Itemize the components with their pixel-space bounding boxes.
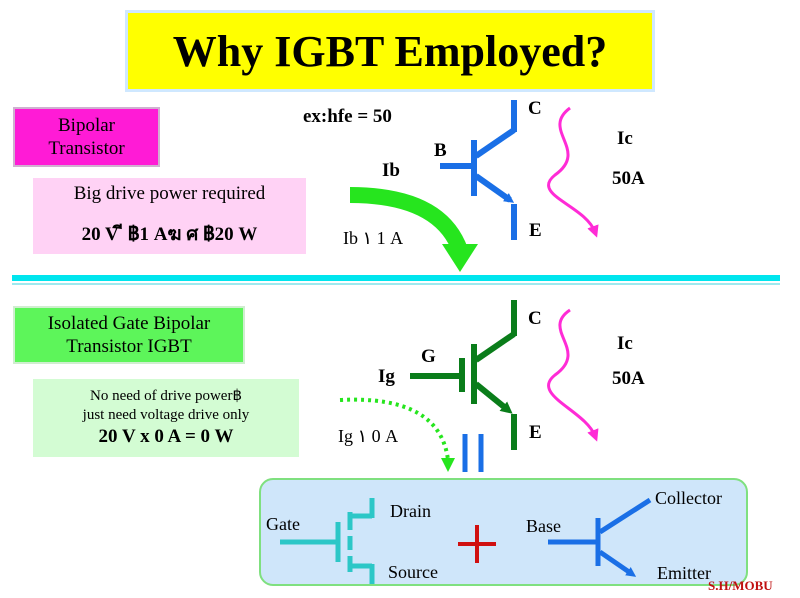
igbt-terminal-e: E <box>529 422 542 443</box>
igbt-label-line2: Transistor IGBT <box>66 336 192 357</box>
plus-sign <box>458 525 496 563</box>
eq-bjt-emitter <box>598 549 637 577</box>
bjt-terminal-e: E <box>529 220 542 241</box>
bjt-collector-diagonal <box>474 127 516 159</box>
ic-value-top: 50A <box>612 168 645 189</box>
power-heading: Big drive power required <box>73 183 266 204</box>
ic-current-arrow-bottom <box>547 308 599 442</box>
credit-label: S.H/MOBU <box>708 578 773 593</box>
equivalent-bjt-symbol <box>548 497 652 577</box>
igbt-note-line2: just need voltage drive only <box>82 407 250 423</box>
page-title: Why IGBT Employed? <box>125 10 655 92</box>
eq-bjt-collector <box>598 497 652 535</box>
ic-label-bottom: Ic <box>617 333 633 354</box>
bipolar-label-line2: Transistor <box>48 138 125 159</box>
collector-label: Collector <box>655 488 722 508</box>
section-separator-shadow <box>12 283 780 285</box>
ig-dotted-arrow <box>339 397 450 461</box>
big-drive-power-box: Big drive power required 20 V ี ฿1 Aฆ ศ … <box>33 178 306 254</box>
source-label: Source <box>388 562 438 582</box>
section-separator <box>12 275 780 281</box>
ib-current-arrow <box>349 187 468 254</box>
ib-label: Ib <box>382 160 400 181</box>
ib-value: Ib ١ 1 A <box>343 228 404 248</box>
no-drive-power-box: No need of drive power฿ just need voltag… <box>33 379 299 457</box>
igbt-power-formula: 20 V x 0 A = 0 W <box>98 426 234 447</box>
ic-value-bottom: 50A <box>612 368 645 389</box>
ic-label-top: Ic <box>617 128 633 149</box>
emitter-label: Emitter <box>657 563 711 583</box>
igbt-collector-diagonal <box>474 331 516 363</box>
igbt-symbol <box>410 300 517 450</box>
igbt-label-line1: Isolated Gate Bipolar <box>47 313 211 334</box>
mosfet-symbol <box>280 498 375 584</box>
title-text: Why IGBT Employed? <box>172 26 608 76</box>
igbt-terminal-g: G <box>421 346 436 367</box>
bjt-terminal-c: C <box>528 98 542 119</box>
ic-current-arrow-top <box>547 106 599 238</box>
ib-arrow-head <box>442 244 478 272</box>
ig-label: Ig <box>378 366 395 387</box>
drain-label: Drain <box>390 501 431 521</box>
bipolar-transistor-label: Bipolar Transistor <box>13 107 160 167</box>
ig-value: Ig ١ 0 A <box>338 426 399 446</box>
bjt-terminal-b: B <box>434 140 447 161</box>
ig-arrow-head <box>441 458 455 472</box>
hfe-label: ex:hfe = 50 <box>303 106 392 127</box>
bipolar-label-line1: Bipolar <box>58 115 115 136</box>
bjt-emitter-diagonal <box>474 173 515 203</box>
bipolar-power-formula: 20 V ี ฿1 Aฆ ศ ฿20 W <box>81 224 258 245</box>
bjt-symbol <box>440 100 517 240</box>
igbt-terminal-c: C <box>528 308 542 329</box>
igbt-note-line1: No need of drive power฿ <box>90 388 242 404</box>
equals-sign <box>462 434 484 472</box>
base-label: Base <box>526 516 561 536</box>
igbt-emitter-diagonal <box>474 381 513 414</box>
igbt-label: Isolated Gate Bipolar Transistor IGBT <box>13 306 245 364</box>
gate-label: Gate <box>266 514 300 534</box>
